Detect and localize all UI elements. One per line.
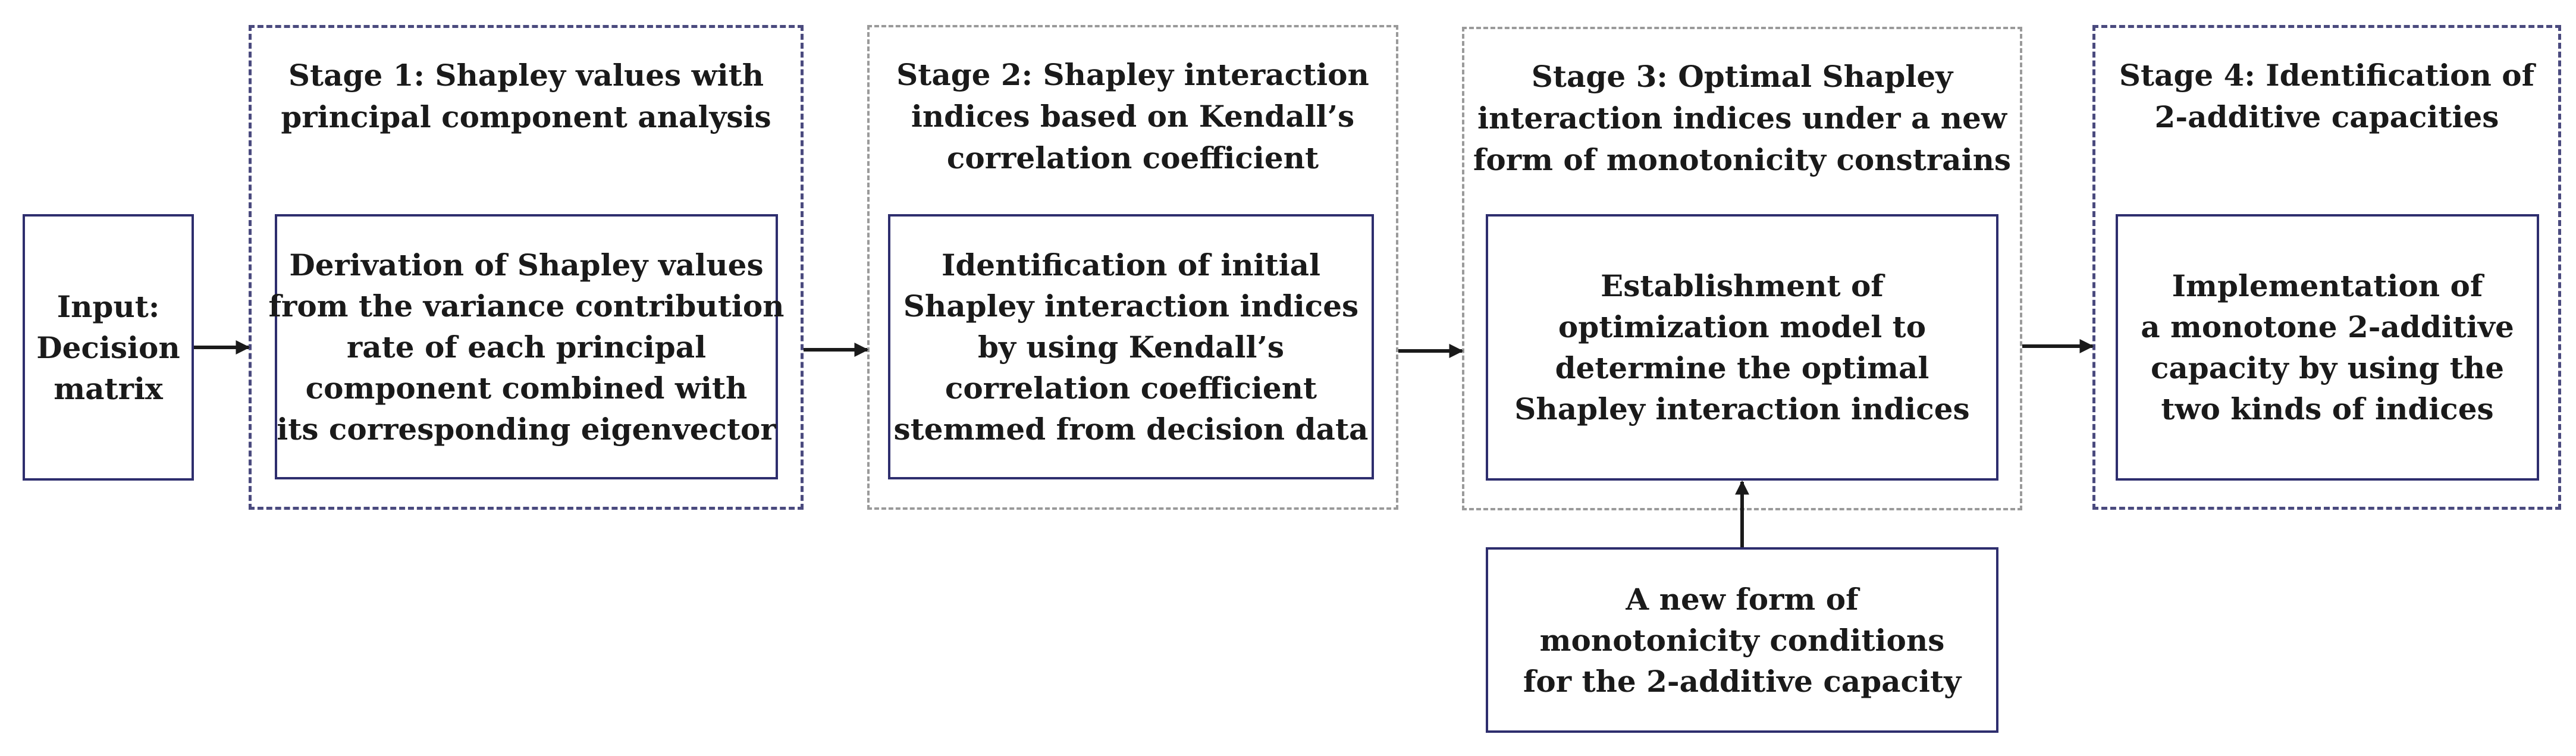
stage-title-line: correlation coefficient — [946, 140, 1319, 175]
process-line: Identification of initial — [941, 247, 1321, 283]
process-line: from the variance contribution — [268, 288, 785, 324]
stage-2-title: Stage 2: Shapley interaction indices bas… — [870, 54, 1396, 179]
process-line: determine the optimal — [1555, 350, 1929, 385]
input-box-text: Input: Decision matrix — [36, 286, 180, 409]
monotonicity-conditions-text: A new form of monotonicity conditions fo… — [1523, 579, 1961, 702]
condition-line: for the 2-additive capacity — [1523, 663, 1962, 699]
process-line: Implementation of — [2172, 268, 2483, 303]
process-line: a monotone 2-additive — [2141, 309, 2514, 344]
stage-2-process-box: Identification of initial Shapley intera… — [888, 214, 1374, 479]
stage-title-line: interaction indices under a new — [1477, 101, 2007, 136]
stage-4-title: Stage 4: Identification of 2-additive ca… — [2095, 55, 2558, 138]
stage-title-line: Stage 4: Identification of — [2119, 58, 2535, 93]
stage-4-process-text: Implementation of a monotone 2-additive … — [2141, 265, 2514, 429]
process-line: capacity by using the — [2150, 350, 2505, 385]
stage-3-container: Stage 3: Optimal Shapley interaction ind… — [1462, 27, 2022, 510]
process-line: optimization model to — [1558, 309, 1926, 344]
input-line: Decision — [36, 330, 180, 365]
input-line: Input: — [57, 288, 160, 324]
stage-title-line: form of monotonicity constrains — [1473, 142, 2012, 177]
stage-title-line: 2-additive capacities — [2154, 99, 2499, 134]
process-line: two kinds of indices — [2161, 391, 2494, 426]
stage-2-process-text: Identification of initial Shapley intera… — [894, 244, 1369, 450]
process-line: Shapley interaction indices — [1514, 391, 1970, 426]
stage-2-container: Stage 2: Shapley interaction indices bas… — [867, 25, 1398, 510]
stage-3-title: Stage 3: Optimal Shapley interaction ind… — [1464, 56, 2020, 181]
stage-4-container: Stage 4: Identification of 2-additive ca… — [2092, 25, 2561, 510]
process-line: its corresponding eigenvector — [277, 411, 776, 447]
process-line: Derivation of Shapley values — [289, 247, 764, 283]
process-line: correlation coefficient — [945, 370, 1317, 406]
process-line: Establishment of — [1601, 268, 1884, 303]
stage-3-process-text: Establishment of optimization model to d… — [1514, 265, 1969, 429]
process-line: stemmed from decision data — [893, 411, 1369, 447]
stage-1-title: Stage 1: Shapley values with principal c… — [252, 55, 801, 138]
stage-4-process-box: Implementation of a monotone 2-additive … — [2116, 214, 2539, 481]
stage-title-line: principal component analysis — [281, 99, 771, 134]
monotonicity-conditions-box: A new form of monotonicity conditions fo… — [1486, 547, 1998, 733]
process-line: component combined with — [305, 370, 748, 406]
condition-line: monotonicity conditions — [1539, 622, 1945, 658]
input-line: matrix — [54, 371, 163, 406]
stage-1-process-box: Derivation of Shapley values from the va… — [268, 214, 785, 479]
stage-title-line: Stage 1: Shapley values with — [288, 58, 764, 93]
stage-1-process-text: Derivation of Shapley values from the va… — [268, 244, 784, 450]
stage-title-line: Stage 3: Optimal Shapley — [1531, 59, 1953, 94]
stage-3-process-box: Establishment of optimization model to d… — [1486, 214, 1998, 481]
process-line: by using Kendall’s — [977, 329, 1285, 365]
stage-1-container: Stage 1: Shapley values with principal c… — [249, 25, 804, 510]
stage-title-line: Stage 2: Shapley interaction — [896, 57, 1369, 92]
input-box: Input: Decision matrix — [23, 214, 194, 481]
process-line: rate of each principal — [346, 329, 707, 365]
process-line: Shapley interaction indices — [903, 288, 1359, 324]
condition-line: A new form of — [1626, 581, 1859, 617]
stage-title-line: indices based on Kendall’s — [911, 99, 1355, 134]
